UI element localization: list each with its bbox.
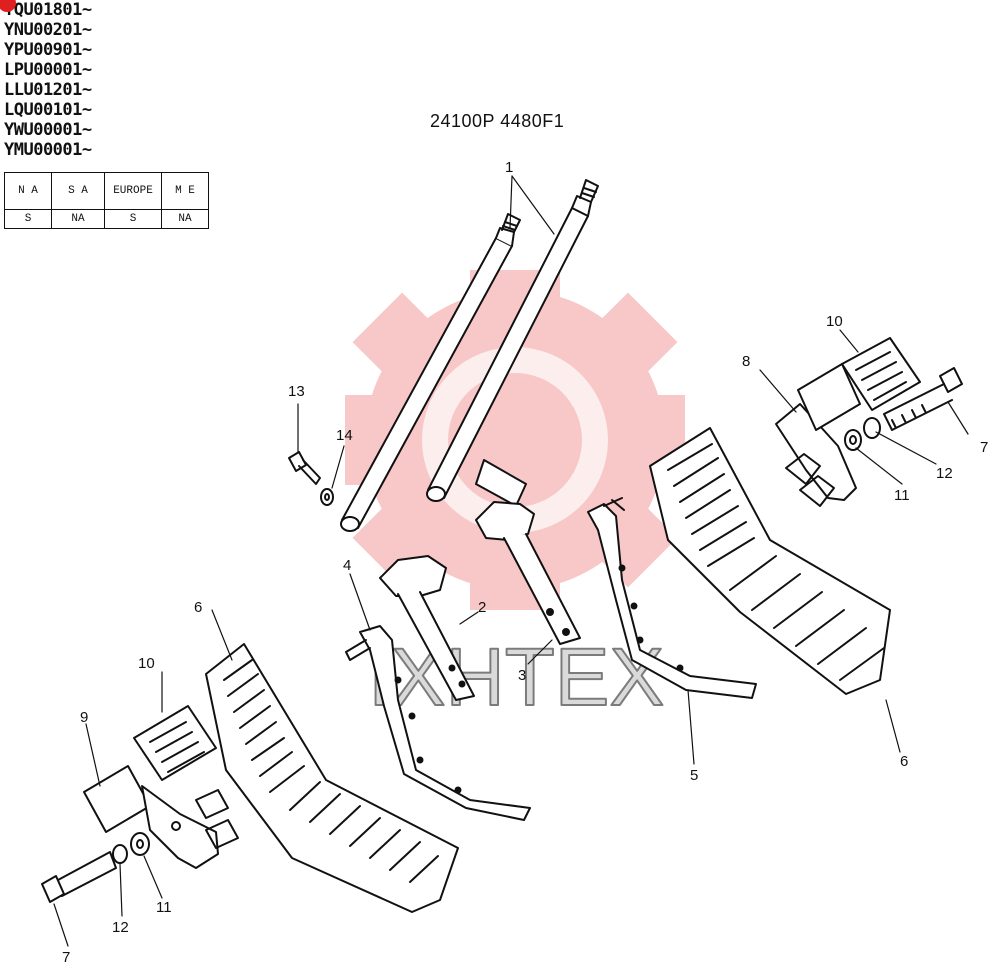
serial-number: LPU00001~: [4, 60, 92, 80]
washer-part-11-right: [844, 429, 862, 451]
callout-8: 8: [742, 353, 750, 370]
pad-part-10-left: [133, 705, 217, 781]
red-badge-icon: [0, 0, 16, 12]
bracket-part-8: [775, 403, 857, 507]
serial-number: YQU01801~: [4, 0, 92, 20]
market-value: NA: [51, 209, 105, 229]
market-availability-table: N A S A EUROPE M E S NA S NA: [4, 172, 209, 229]
serial-number: YNU00201~: [4, 20, 92, 40]
callout-1: 1: [505, 159, 513, 176]
market-header: N A: [4, 172, 52, 210]
pedal-pad-part-6-left: [205, 643, 459, 913]
callout-10-left: 10: [138, 655, 155, 672]
callout-13: 13: [288, 383, 305, 400]
pedal-arm-part-5: [587, 497, 757, 699]
market-header: M E: [161, 172, 209, 210]
washer-part-11-left: [130, 832, 150, 856]
callout-4: 4: [343, 557, 351, 574]
callout-2: 2: [478, 599, 486, 616]
serial-number: YPU00901~: [4, 40, 92, 60]
pad-part-10-right: [797, 337, 921, 431]
callout-6-left: 6: [194, 599, 202, 616]
bolt-part-7-right: [883, 367, 963, 431]
market-value: NA: [161, 209, 209, 229]
serial-number-list: YQU01801~ YNU00201~ YPU00901~ LPU00001~ …: [0, 0, 92, 160]
bracket-part-9: [83, 765, 239, 869]
washer-part-12-left: [112, 844, 128, 864]
callout-9: 9: [80, 709, 88, 726]
washer-part-12-right: [863, 417, 881, 439]
callout-12-right: 12: [936, 465, 953, 482]
pedal-pad-part-6-right: [649, 427, 891, 695]
callout-6-right: 6: [900, 753, 908, 770]
serial-number: LQU00101~: [4, 100, 92, 120]
callout-7-left: 7: [62, 949, 70, 966]
bolt-part-13: [288, 451, 321, 485]
bolt-part-7-left: [41, 851, 117, 903]
serial-number: YWU00001~: [4, 120, 92, 140]
washer-part-14: [320, 488, 334, 506]
rod-part-1: [340, 179, 599, 532]
callout-11-right: 11: [894, 487, 910, 504]
serial-number: LLU01201~: [4, 80, 92, 100]
market-header: EUROPE: [104, 172, 162, 210]
callout-7-right: 7: [980, 439, 988, 456]
drawing-number: 24100P 4480F1: [430, 111, 565, 131]
callout-14: 14: [336, 427, 353, 444]
watermark-text: IXHTEX: [368, 632, 664, 723]
callout-12-left: 12: [112, 919, 129, 936]
callout-11-left: 11: [156, 899, 172, 916]
lever-part-2: [379, 555, 475, 701]
leader-lines: [53, 175, 969, 947]
serial-number: YMU00001~: [4, 140, 92, 160]
lever-part-3: [475, 459, 581, 645]
pedal-arm-part-4: [345, 625, 531, 821]
callout-10-right: 10: [826, 313, 843, 330]
callout-5: 5: [690, 767, 698, 784]
callout-3: 3: [518, 667, 526, 684]
